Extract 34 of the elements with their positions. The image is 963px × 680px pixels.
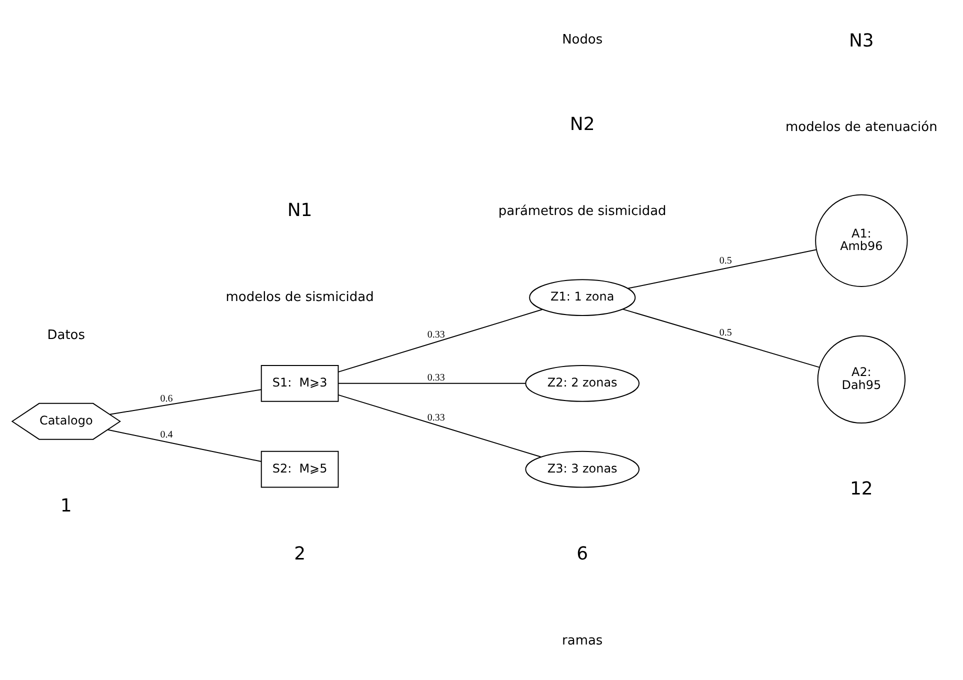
connector [338,382,526,384]
label: N2 [570,114,595,135]
connector [338,308,543,372]
node-ellipse: Z1: 1 zona [529,278,636,316]
edge-label: 0.5 [719,327,732,338]
label: modelos de atenuación [786,120,938,135]
label: ramas [562,632,603,648]
edge-label: 0.33 [427,329,445,340]
label: 2 [294,543,306,564]
label: parámetros de sismicidad [498,204,666,219]
label: 1 [60,495,72,516]
connector [109,388,262,414]
label: Nodos [562,32,603,47]
label: Datos [47,327,86,342]
connector [627,248,817,288]
node-box: S2: M⩾5 [260,450,339,488]
connector [107,428,262,462]
node-circle: A1: Amb96 [815,194,908,286]
label: 12 [850,478,873,500]
edge-label: 0.5 [719,255,732,266]
label: N1 [287,200,312,221]
edge-label: 0.6 [160,392,173,404]
node-ellipse: Z2: 2 zonas [525,364,640,402]
edge-label: 0.4 [160,428,173,440]
label: 6 [576,543,588,564]
label: modelos de sismicidad [226,289,374,304]
node-ellipse: Z3: 3 zonas [525,450,640,488]
connector [622,308,820,368]
connector [338,394,542,457]
node-box: S1: M⩾3 [260,364,339,402]
label: N3 [848,30,874,51]
edge-label: 0.33 [427,372,445,383]
node-circle: A2: Dah95 [817,334,906,424]
edge-label: 0.33 [427,412,445,423]
